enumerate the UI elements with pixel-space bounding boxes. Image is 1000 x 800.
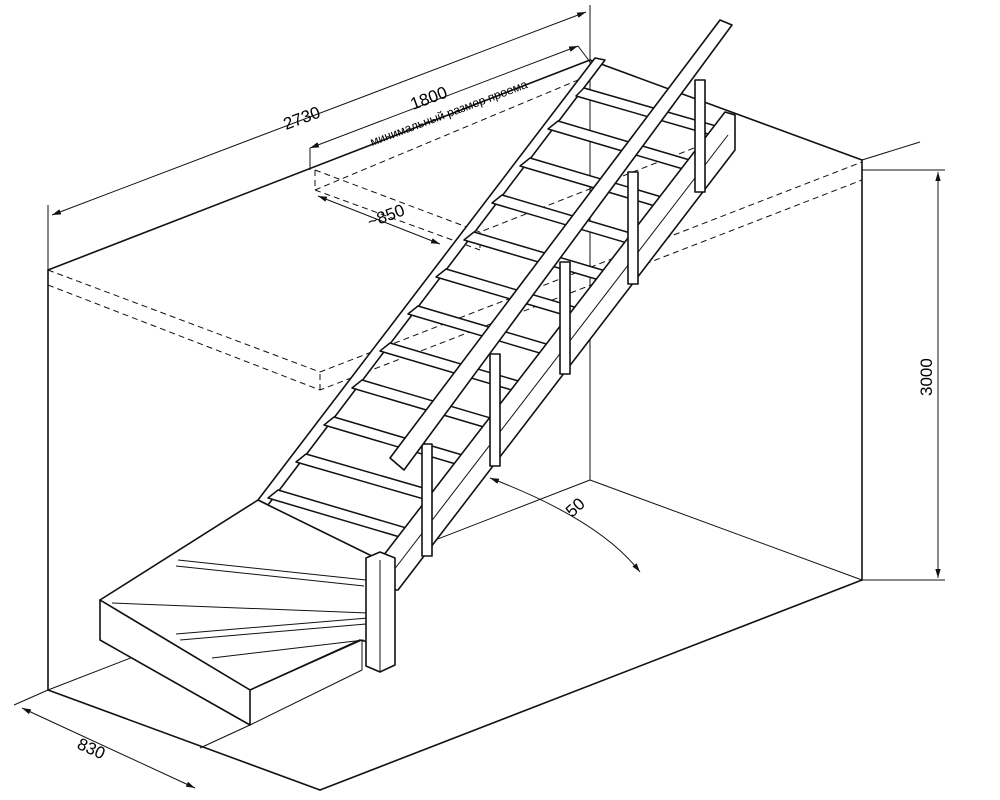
dim-angle: 50 (562, 494, 589, 521)
newel-post (365, 551, 396, 673)
winder-section (99, 499, 381, 726)
dim-width: 830 (74, 734, 108, 763)
dimension-lines (13, 5, 945, 789)
dim-height: 3000 (917, 358, 936, 396)
dim-total-length: 2730 (281, 103, 323, 134)
right-stringer (379, 111, 736, 591)
dim-opening-width: ~850 (365, 201, 408, 232)
handrail (389, 19, 733, 471)
dim-opening-note: минимальный размер проема (368, 77, 529, 149)
ceiling-opening (47, 74, 863, 391)
balusters (421, 79, 706, 557)
